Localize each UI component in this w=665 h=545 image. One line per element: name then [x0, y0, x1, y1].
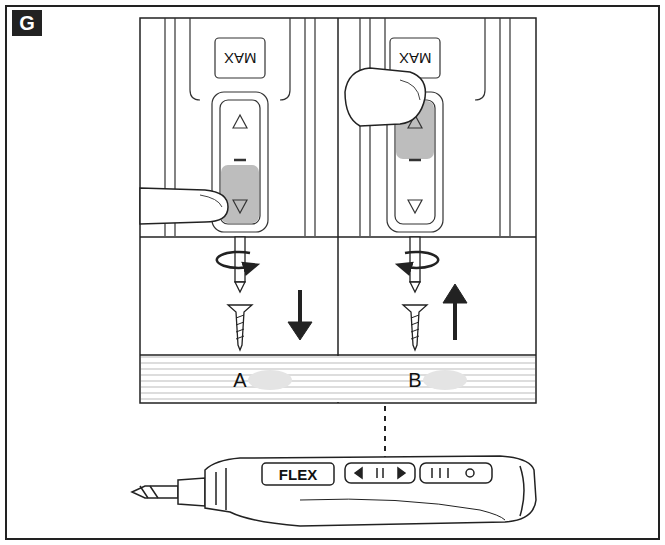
panel-letter: B: [408, 370, 421, 390]
max-marking: MAX: [224, 51, 257, 66]
figure-letter: G: [19, 13, 35, 33]
brand-logo: FLEX: [279, 467, 317, 482]
panels: [140, 18, 536, 403]
finger: [345, 68, 425, 126]
screw-thread: [236, 315, 419, 339]
direction-arrow: [288, 284, 467, 340]
screwdriver: [132, 456, 536, 526]
panel-letter: A: [233, 370, 246, 390]
wood-knot: [248, 370, 292, 390]
fingernail: [400, 80, 420, 100]
wood: [141, 356, 535, 402]
finger: [140, 188, 228, 224]
max-marking: MAX: [399, 51, 432, 66]
leader-line: [384, 406, 386, 462]
figure-tag: [12, 10, 42, 36]
fingernail: [200, 195, 222, 207]
handle-right: [360, 18, 510, 236]
bit-screw: [228, 237, 427, 350]
frame: [6, 6, 659, 539]
rotation-arrow: [217, 252, 438, 268]
wood-knot: [423, 370, 467, 390]
